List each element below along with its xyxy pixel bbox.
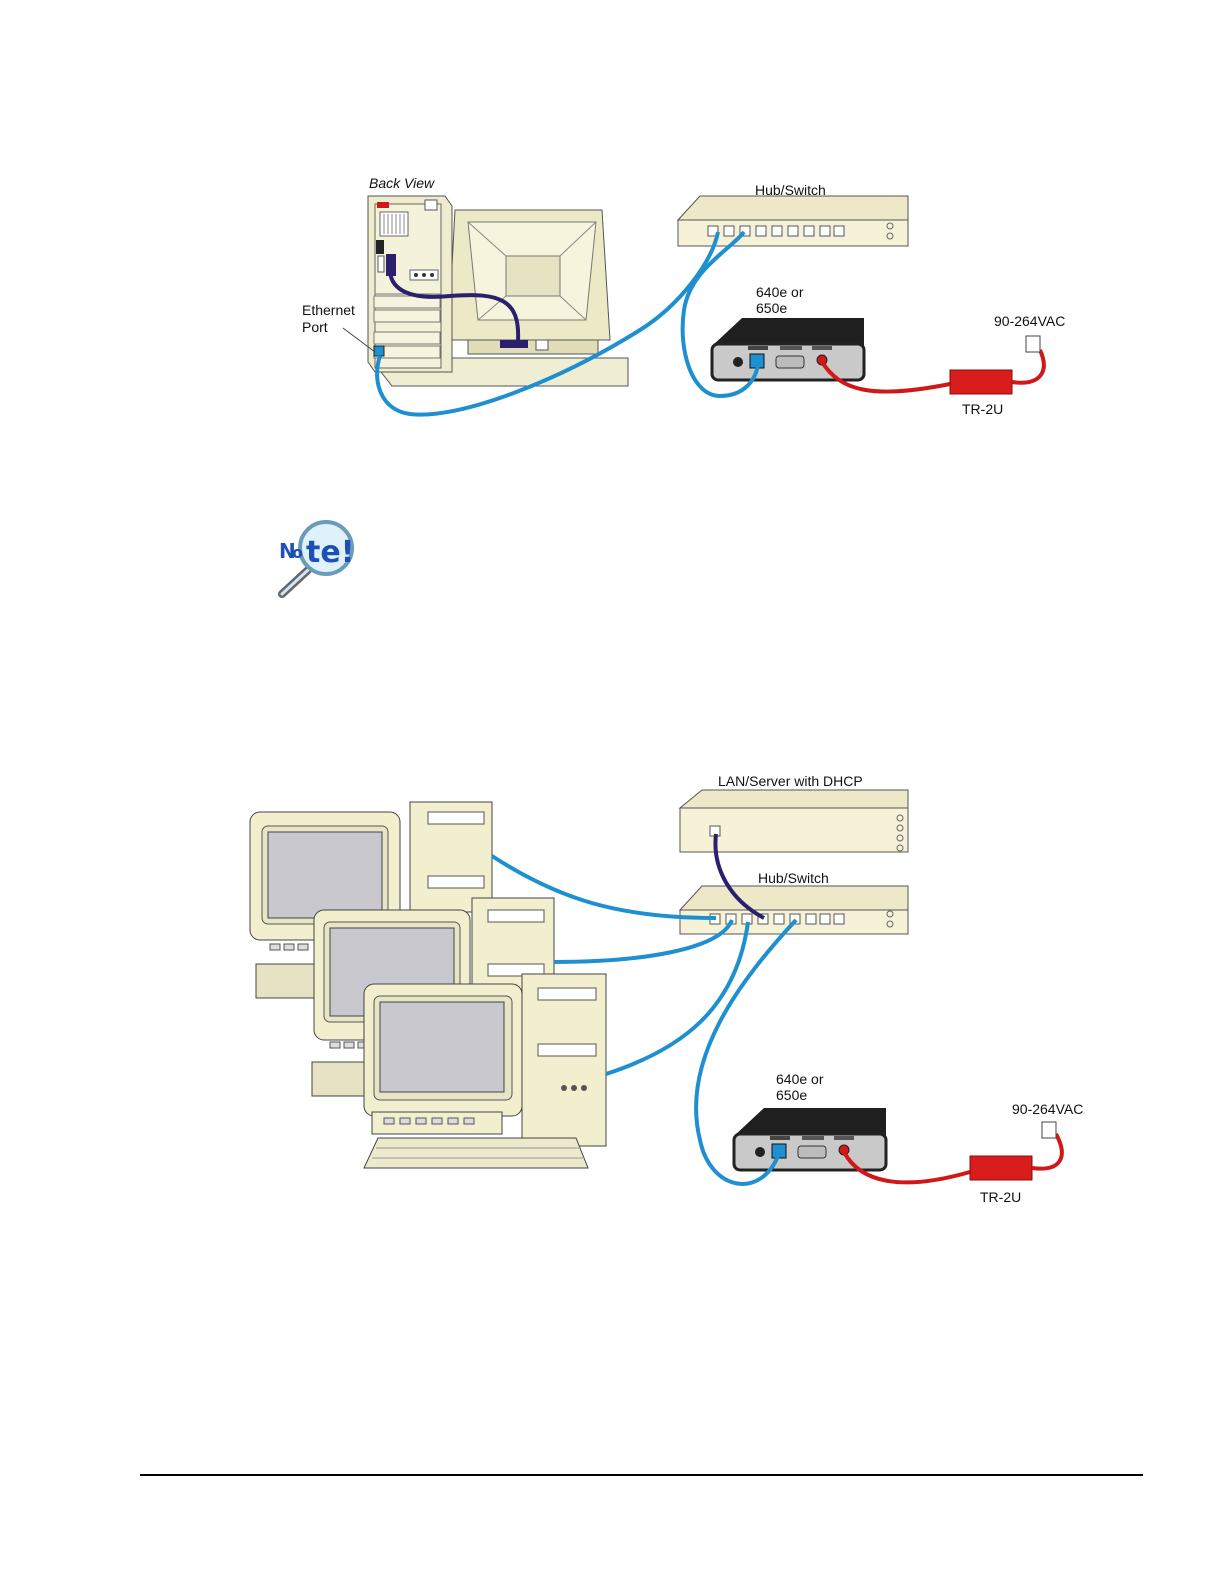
power-outlet-2 xyxy=(1042,1122,1056,1138)
ethernet-cable-ws3 xyxy=(606,922,748,1074)
power-adapter-tr2u-2 xyxy=(970,1156,1032,1180)
device-label-2-line2: 650e xyxy=(776,1087,807,1104)
adapter-label-2: TR-2U xyxy=(980,1189,1021,1206)
device-label-2-line1: 640e or xyxy=(776,1071,823,1088)
power-label-2: 90-264VAC xyxy=(1012,1101,1083,1118)
keyboard xyxy=(364,1138,588,1168)
footer-rule xyxy=(140,1474,1143,1476)
workstation-3 xyxy=(364,974,606,1168)
hub-switch-label-2: Hub/Switch xyxy=(758,870,829,887)
lan-server-label: LAN/Server with DHCP xyxy=(718,773,863,790)
diagram-network-dhcp xyxy=(0,0,1224,1220)
daq-device-2 xyxy=(734,1108,886,1170)
hub-switch-2 xyxy=(680,886,908,934)
